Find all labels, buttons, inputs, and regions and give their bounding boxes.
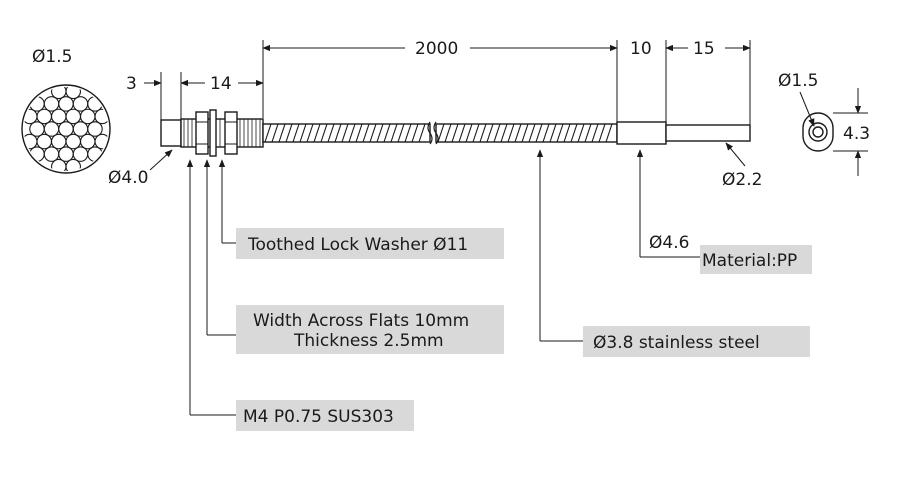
- sleeve-diameter-label: Ø4.6: [649, 233, 689, 253]
- callouts: Toothed Lock Washer Ø11 Width Across Fla…: [186, 149, 812, 431]
- end-sleeve: [616, 121, 751, 145]
- tip-length-label: 15: [693, 39, 715, 59]
- fiber-bundle-end-view: Ø1.5: [21, 47, 111, 174]
- head-length-label: 14: [210, 74, 232, 94]
- sheath-callout-label: Ø3.8 stainless steel: [593, 333, 760, 353]
- sensor-head: [160, 109, 264, 157]
- hex-nut-1: [195, 111, 209, 155]
- thread-callout-label: M4 P0.75 SUS303: [243, 407, 394, 427]
- nut-width-label: Width Across Flats 10mm: [253, 311, 469, 331]
- tip-end-view: 4.3 Ø1.5: [778, 71, 870, 176]
- sleeve-length-label: 10: [630, 39, 652, 59]
- stainless-sheath: [262, 121, 618, 145]
- washer-callout-box: [236, 228, 504, 259]
- lower-dimension-labels: Ø4.0 Ø2.2: [108, 142, 762, 190]
- sheath-callout-box: [583, 326, 810, 357]
- washer-callout-label: Toothed Lock Washer Ø11: [247, 235, 468, 255]
- thread-callout-box: [236, 400, 414, 431]
- total-length-label: 2000: [415, 39, 458, 59]
- hex-nut-2: [224, 111, 238, 155]
- nut-thickness-label: Thickness 2.5mm: [293, 331, 444, 351]
- tip-diameter-label: Ø1.5: [778, 71, 818, 91]
- tip-outer-diameter-label: Ø2.2: [722, 170, 762, 190]
- head-diameter-label: Ø4.0: [108, 168, 148, 188]
- nut-callout-box: [236, 305, 504, 354]
- top-dimension-lines: 3 14 2000 10 15: [126, 39, 751, 125]
- material-callout-label: Material:PP: [702, 251, 797, 271]
- material-callout-box: [700, 245, 812, 274]
- thread-length-label: 3: [126, 74, 137, 94]
- lock-washer: [209, 109, 217, 157]
- fiber-diameter-label: Ø1.5: [32, 47, 72, 67]
- end-diameter-label: 4.3: [843, 124, 870, 144]
